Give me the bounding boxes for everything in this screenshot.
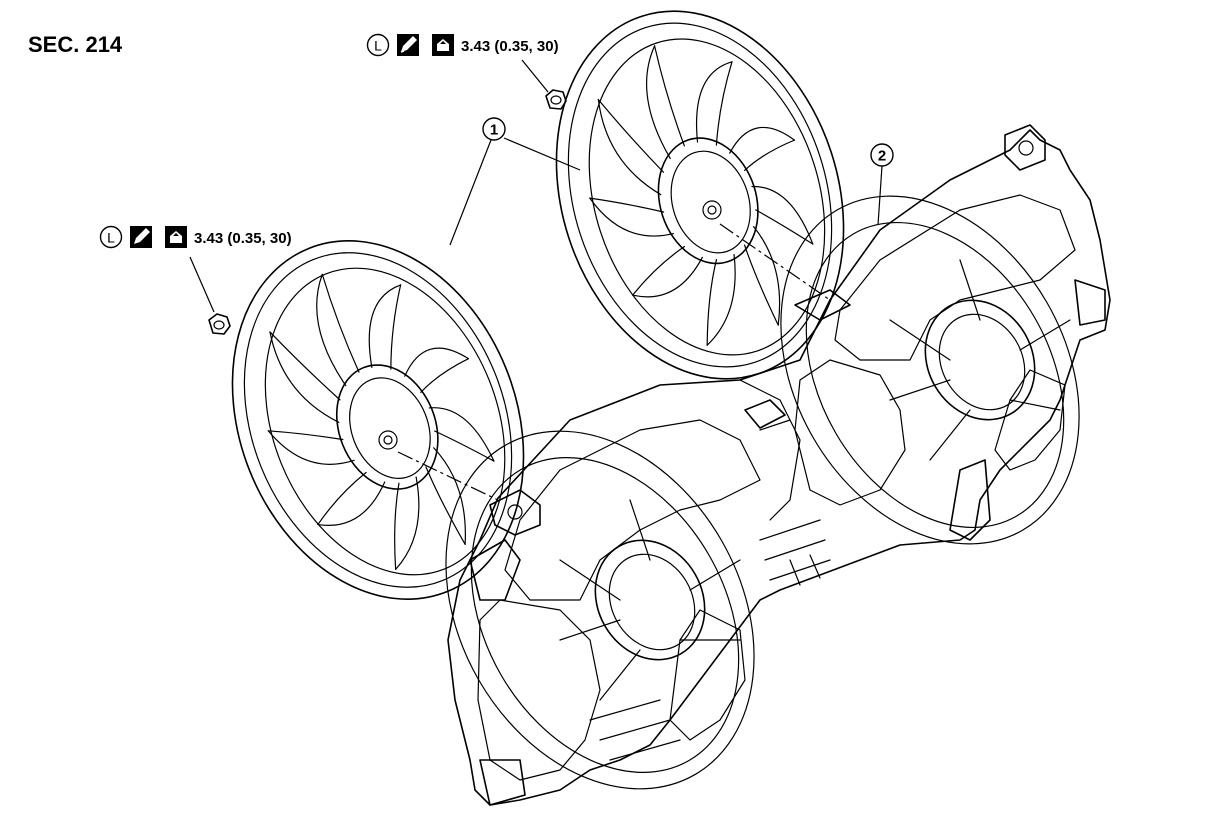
section-label: SEC. 214 — [28, 32, 123, 57]
fan-blade-icon — [231, 240, 525, 600]
torque-wrench-icon — [165, 226, 187, 248]
nut-icon — [208, 313, 231, 335]
fan-blade-edge — [420, 358, 470, 393]
fan-blade-edge — [597, 99, 662, 196]
fan-blade-edge — [646, 45, 671, 160]
svg-text:L: L — [107, 230, 115, 246]
fan-blade-edge — [425, 466, 466, 545]
callout-1: 1 — [449, 117, 581, 246]
callout-2: 2 — [870, 143, 894, 226]
leader-line — [189, 256, 215, 313]
fan-blade-edge — [706, 258, 718, 346]
axis-line — [397, 451, 499, 501]
locking-sealant-icon: L — [99, 225, 123, 249]
fan-blade-edge — [368, 284, 402, 368]
fan-blade-icon — [555, 10, 845, 380]
fan-blade-edge — [729, 126, 796, 154]
fan-blade-edge — [390, 284, 402, 370]
fan-blade-edge — [316, 273, 347, 387]
fan-blade-edge — [632, 245, 686, 296]
fan-blade-edge — [696, 61, 733, 143]
pen-icon — [397, 34, 419, 56]
hub-gear-icon — [702, 200, 722, 220]
torque-wrench-icon — [432, 34, 454, 56]
fan-blade-edge — [317, 481, 386, 526]
fan-blade-edge — [269, 331, 340, 423]
fan-blade-edge — [267, 430, 355, 465]
hub-gear-icon — [378, 430, 398, 450]
fan-blade-edge — [321, 273, 360, 373]
leader-line — [449, 139, 492, 246]
nut-icon — [545, 89, 567, 110]
fan-blade-edge — [428, 407, 495, 462]
fan-blade-edge — [589, 197, 665, 213]
torque-value: 3.43 (0.35, 30) — [194, 230, 292, 247]
fan-blade-edge — [755, 209, 814, 245]
fan-blade-edge — [743, 244, 779, 326]
fan-blade-edge — [434, 430, 495, 462]
torque-spec-top: L 3.43 (0.35, 30) — [366, 33, 559, 93]
fan-blade-edge — [752, 225, 781, 326]
fan-blade-edge — [317, 471, 367, 526]
torque-spec-left: L 3.43 (0.35, 30) — [99, 225, 292, 313]
fan-blade-edge — [267, 430, 344, 441]
fan-blade-edge — [751, 185, 814, 245]
fan-blade-edge — [404, 347, 470, 377]
fan-blade-edge — [589, 197, 675, 237]
fan-blade-edge — [395, 476, 420, 570]
axis-line — [719, 223, 831, 301]
fan-blade-edge — [394, 482, 400, 570]
locking-sealant-icon: L — [366, 33, 390, 57]
leader-line — [503, 137, 581, 171]
fan-blade-edge — [597, 99, 665, 173]
fan-blade-edge — [706, 253, 736, 346]
svg-text:1: 1 — [490, 122, 498, 139]
fan-blade-edge — [653, 45, 685, 147]
leader-line — [521, 59, 549, 93]
svg-text:2: 2 — [878, 148, 886, 165]
fan-blade-edge — [715, 61, 733, 146]
fan-blade-edge — [743, 139, 796, 172]
torque-value: 3.43 (0.35, 30) — [461, 38, 559, 55]
fan-blade-edge — [632, 256, 703, 298]
fan-blade-edge — [433, 447, 466, 545]
svg-text:L: L — [374, 38, 382, 54]
fan-shroud-icon — [445, 124, 1111, 806]
leader-line — [877, 165, 883, 226]
fan-blade-edge — [269, 331, 341, 401]
pen-icon — [130, 226, 152, 248]
